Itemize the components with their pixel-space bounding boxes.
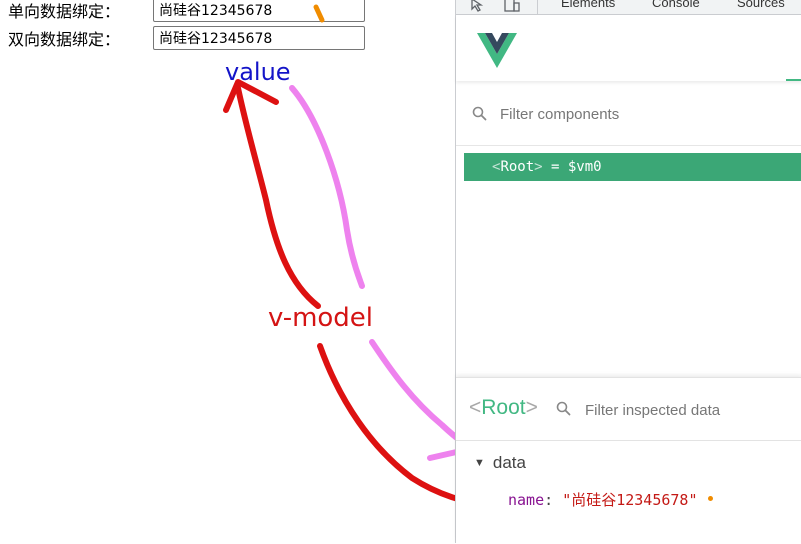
- caret-down-icon: ▼: [474, 457, 485, 469]
- filter-components-bar: [456, 92, 801, 136]
- root-open-bracket: <: [492, 159, 501, 175]
- device-toggle-icon[interactable]: [504, 0, 520, 12]
- page-content: 单向数据绑定： 双向数据绑定： value v-model: [8, 0, 374, 333]
- filter-components-input[interactable]: [498, 102, 792, 126]
- data-section-label: data: [492, 453, 526, 472]
- tree-divider: [456, 145, 801, 146]
- component-tree-root[interactable]: <Root> = $vm0: [464, 153, 801, 181]
- active-tab-indicator: [786, 79, 801, 81]
- devtools-tabbar: Elements Console Sources: [456, 0, 801, 15]
- component-inspector: <Root> ▼ data name: "尚硅谷12345678": [456, 377, 801, 544]
- cursor-mark: [708, 496, 713, 501]
- property-value: "尚硅谷12345678": [562, 491, 698, 509]
- devtools-panel: Elements Console Sources <Root> = $vm0 <…: [455, 0, 801, 544]
- filter-inspected-input[interactable]: [583, 398, 797, 422]
- one-way-binding-label: 单向数据绑定：: [8, 2, 121, 21]
- inspector-header: <Root>: [456, 378, 801, 441]
- search-icon: [556, 401, 571, 416]
- data-section-toggle[interactable]: ▼ data: [474, 453, 526, 473]
- data-property-row[interactable]: name: "尚硅谷12345678": [508, 489, 698, 510]
- vue-devtools-header: [456, 15, 801, 81]
- inspector-title-name: Root: [481, 396, 526, 419]
- one-way-binding-input[interactable]: [153, 0, 365, 22]
- two-way-binding-input[interactable]: [153, 26, 365, 50]
- root-component-name: Root: [500, 159, 535, 175]
- value-annotation: value: [225, 58, 291, 86]
- two-way-binding-label: 双向数据绑定：: [8, 30, 121, 49]
- tabbar-separator: [537, 0, 538, 14]
- vue-logo-icon: [477, 33, 517, 68]
- tab-console[interactable]: Console: [652, 0, 700, 10]
- property-colon: :: [544, 491, 563, 509]
- tab-sources[interactable]: Sources: [737, 0, 785, 10]
- two-way-binding-row: 双向数据绑定：: [8, 26, 365, 50]
- one-way-binding-row: 单向数据绑定：: [8, 0, 365, 22]
- inspect-cursor-icon[interactable]: [469, 0, 485, 12]
- inspector-title: <Root>: [469, 396, 538, 420]
- property-key: name: [508, 491, 545, 509]
- inspector-close-bracket: >: [525, 396, 538, 419]
- root-close-bracket: >: [534, 159, 543, 175]
- v-model-annotation: v-model: [268, 303, 374, 333]
- inspector-open-bracket: <: [469, 396, 482, 419]
- search-icon: [472, 106, 487, 121]
- tab-elements[interactable]: Elements: [561, 0, 616, 10]
- root-vm-ref: = $vm0: [542, 159, 602, 175]
